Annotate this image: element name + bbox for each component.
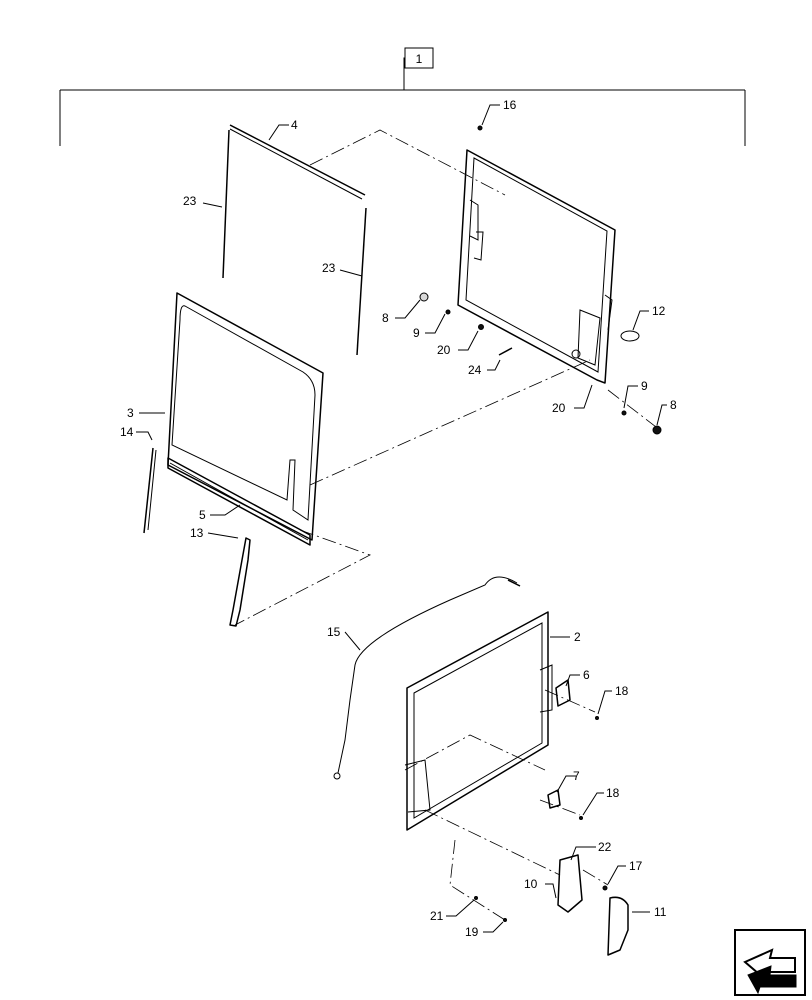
callout-15: 15 bbox=[327, 625, 341, 639]
callout-6: 6 bbox=[583, 668, 590, 682]
callout-16: 16 bbox=[503, 98, 517, 112]
part-3-window-glass bbox=[167, 292, 324, 541]
callout-2: 2 bbox=[574, 630, 581, 644]
alignment-lines bbox=[234, 129, 661, 921]
callout-21: 21 bbox=[430, 909, 444, 923]
callout-14: 14 bbox=[120, 425, 134, 439]
part-2-lower-door-frame bbox=[404, 611, 553, 831]
callout-5: 5 bbox=[199, 508, 206, 522]
callout-23: 23 bbox=[183, 194, 197, 208]
part-13-wiper-arm bbox=[229, 537, 251, 627]
callout-18: 18 bbox=[615, 684, 629, 698]
callout-23: 23 bbox=[322, 261, 336, 275]
assembly-bracket: 1 bbox=[59, 47, 746, 146]
leader-lines bbox=[136, 104, 667, 933]
callout-19: 19 bbox=[465, 925, 479, 939]
callout-3: 3 bbox=[127, 406, 134, 420]
assembly-number: 1 bbox=[416, 52, 423, 66]
callout-11: 11 bbox=[654, 905, 667, 919]
callout-20: 20 bbox=[552, 401, 566, 415]
lower-hardware bbox=[474, 679, 629, 956]
callout-18: 18 bbox=[606, 786, 620, 800]
callout-4: 4 bbox=[291, 118, 298, 132]
part-4-top-seal bbox=[229, 124, 366, 200]
callout-10: 10 bbox=[524, 877, 538, 891]
callout-20: 20 bbox=[437, 343, 451, 357]
part-23-side-seals bbox=[222, 129, 367, 356]
callout-7: 7 bbox=[573, 769, 580, 783]
part-15-harness bbox=[333, 576, 521, 780]
callout-9: 9 bbox=[413, 326, 420, 340]
callout-labels: 4 16 23 23 8 9 20 12 24 9 8 20 3 14 5 13… bbox=[120, 98, 677, 939]
callout-24: 24 bbox=[468, 363, 482, 377]
callout-12: 12 bbox=[652, 304, 666, 318]
part-5-bottom-channel bbox=[167, 457, 311, 546]
upper-door-frame bbox=[457, 125, 616, 384]
callout-8: 8 bbox=[670, 398, 677, 412]
callout-9: 9 bbox=[641, 379, 648, 393]
callout-13: 13 bbox=[190, 526, 204, 540]
arrow-back-icon[interactable] bbox=[734, 929, 806, 996]
upper-hardware bbox=[419, 292, 662, 435]
callout-22: 22 bbox=[598, 840, 612, 854]
callout-8: 8 bbox=[382, 311, 389, 325]
part-14-wiper-blade bbox=[143, 447, 157, 534]
callout-17: 17 bbox=[629, 859, 643, 873]
